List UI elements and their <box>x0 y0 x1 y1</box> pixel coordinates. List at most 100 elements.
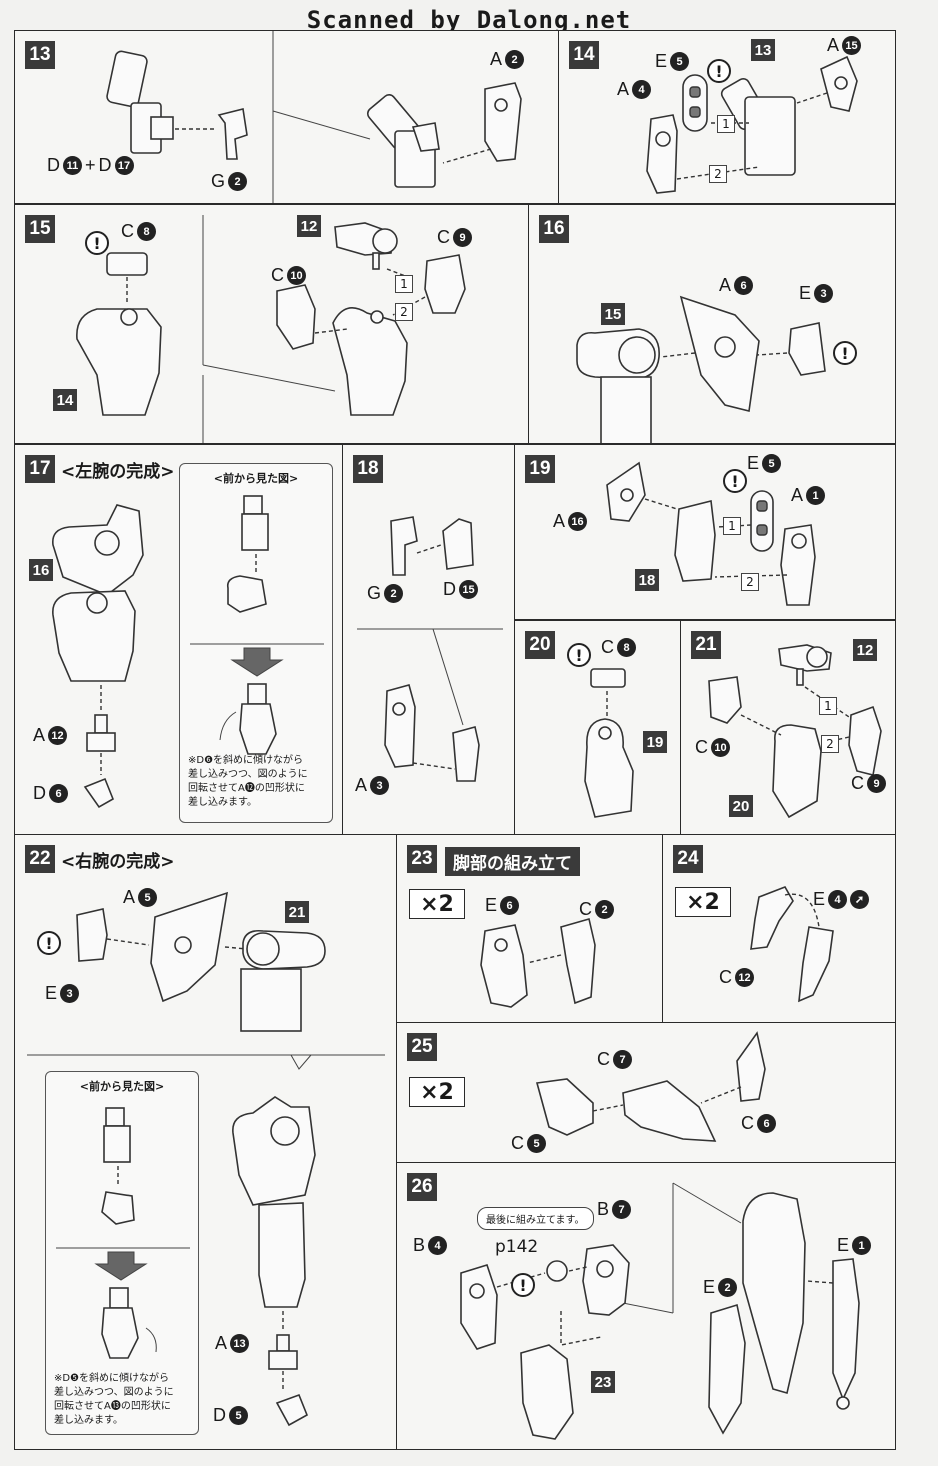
step-title: <左腕の完成> <box>61 462 175 482</box>
step-22-illustration <box>27 891 385 1427</box>
assembly-note: ※D❻を斜めに傾けながら 差し込みつつ、図のように 回転させてA⓬の凹形状に 差… <box>188 755 308 808</box>
order-2: 2 <box>395 303 413 321</box>
step-20-illustration <box>584 668 634 818</box>
page-reference: p142 <box>495 1237 539 1257</box>
step-number: 20 <box>525 631 555 659</box>
inset-title: <前から見た図> <box>79 1080 165 1093</box>
ref-step-13: 13 <box>751 39 775 61</box>
order-1: 1 <box>819 697 837 715</box>
step-number: 19 <box>525 455 555 483</box>
step-23-illustration <box>480 917 596 1008</box>
ref-step-12: 12 <box>297 215 321 237</box>
step-number: 24 <box>673 845 703 873</box>
ref-step-19: 19 <box>643 731 667 753</box>
order-2: 2 <box>821 735 839 753</box>
repeat-count: ×2 <box>675 887 731 917</box>
repeat-count: ×2 <box>409 1077 465 1107</box>
ref-step-18: 18 <box>635 569 659 591</box>
caution-icon: ! <box>511 1273 535 1297</box>
order-2: 2 <box>741 573 759 591</box>
caution-icon: ! <box>723 469 747 493</box>
step-24-illustration <box>750 886 834 1003</box>
step-number: 22 <box>25 845 55 873</box>
order-1: 1 <box>723 517 741 535</box>
step-14-illustration <box>646 55 858 194</box>
step-number: 17 <box>25 455 55 483</box>
caution-icon: ! <box>833 341 857 365</box>
step-13-illustration <box>106 31 522 203</box>
ref-step-16: 16 <box>29 559 53 581</box>
caution-icon: ! <box>567 643 591 667</box>
scan-watermark: Scanned by Dalong.net <box>306 6 632 34</box>
step-21-illustration <box>708 644 882 819</box>
ref-step-15: 15 <box>601 303 625 325</box>
step-number: 14 <box>569 41 599 69</box>
front-view-inset: <前から見た図> ※D❻を斜めに傾けながら 差し込みつつ、図のように 回転させて… <box>179 463 333 823</box>
caution-icon: ! <box>85 231 109 255</box>
order-1: 1 <box>717 115 735 133</box>
front-view-inset: <前から見た図> ※D❺を斜めに傾けながら 差し込みつつ、図のように 回転させて… <box>45 1071 199 1435</box>
step-18-illustration <box>357 516 503 782</box>
ref-step-14: 14 <box>53 389 77 411</box>
step-title: <右腕の完成> <box>61 852 175 872</box>
order-1: 1 <box>395 275 413 293</box>
step-number: 26 <box>407 1173 437 1201</box>
front-view-illustration <box>56 1107 190 1359</box>
ref-step-23: 23 <box>591 1371 615 1393</box>
ref-step-21: 21 <box>285 901 309 923</box>
step-17-illustration <box>52 504 144 809</box>
step-19-illustration <box>606 461 816 606</box>
step-16-illustration <box>576 295 826 443</box>
step-26-illustration <box>460 1182 860 1440</box>
assembly-note: ※D❺を斜めに傾けながら 差し込みつつ、図のように 回転させてA⓭の凹形状に 差… <box>54 1373 174 1426</box>
step-number: 25 <box>407 1033 437 1061</box>
step-number: 13 <box>25 41 55 69</box>
repeat-count: ×2 <box>409 889 465 919</box>
step-number: 18 <box>353 455 383 483</box>
caution-icon: ! <box>707 59 731 83</box>
callout-bubble: 最後に組み立てます。 <box>477 1207 594 1230</box>
ref-step-20: 20 <box>729 795 753 817</box>
